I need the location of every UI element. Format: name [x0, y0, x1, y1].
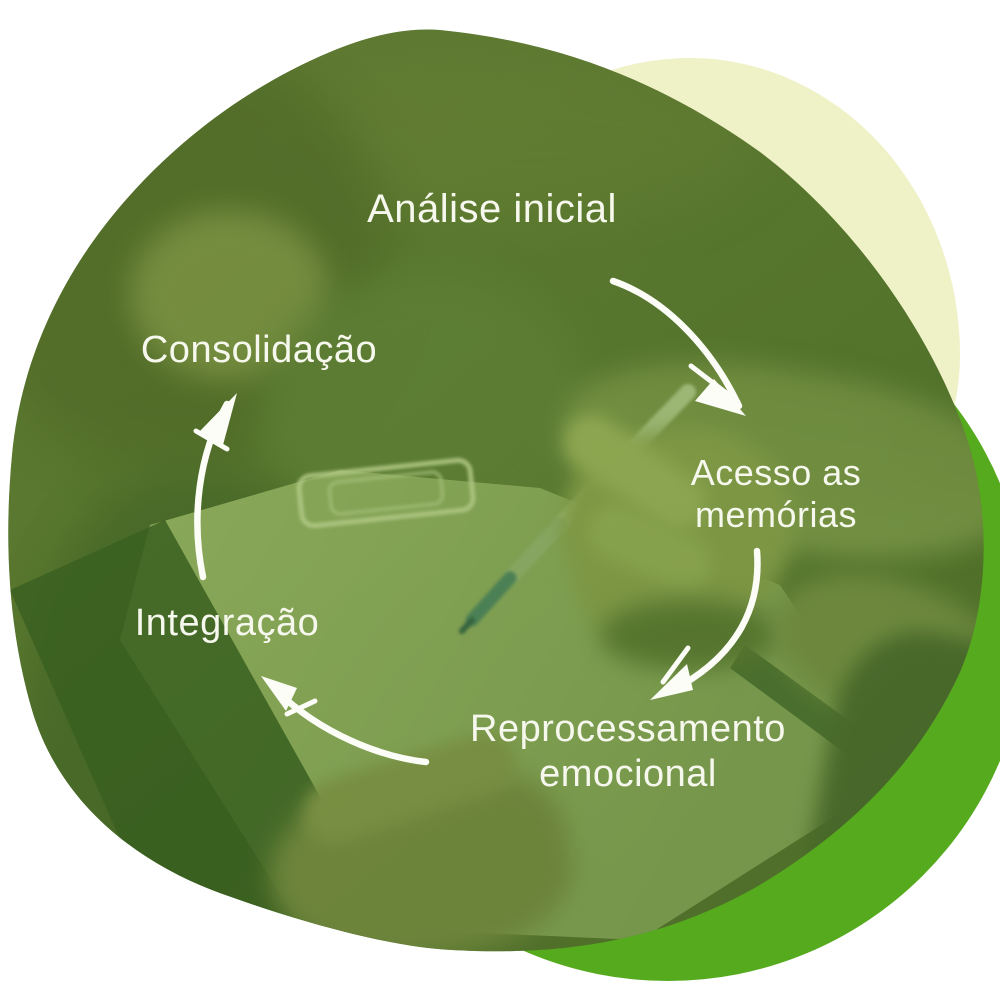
step-label-reprocessamento-emocional: Reprocessamento emocional	[470, 708, 786, 795]
clipboard-clip-icon	[298, 459, 474, 527]
step-label-analise-inicial: Análise inicial	[367, 187, 617, 231]
step-label-consolidacao: Consolidação	[140, 329, 378, 371]
step-label-integracao: Integração	[134, 602, 320, 644]
step-label-acesso-as-memorias: Acesso as memórias	[690, 452, 862, 536]
